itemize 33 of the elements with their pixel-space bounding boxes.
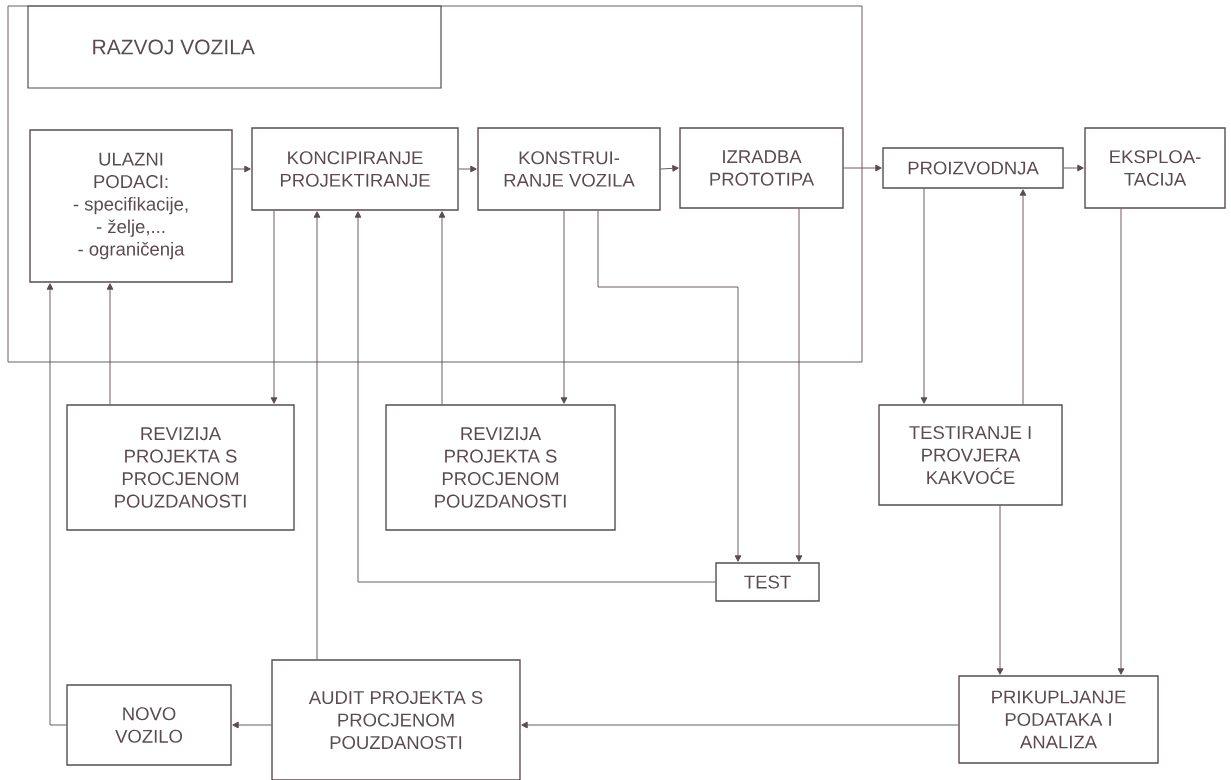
arrow <box>795 208 803 562</box>
arrow <box>521 721 959 729</box>
process-box: KONCIPIRANJE PROJEKTIRANJE <box>251 127 459 211</box>
arrow <box>920 188 928 404</box>
process-box: TEST <box>715 562 820 602</box>
process-box: PROIZVODNJA <box>882 147 1064 189</box>
arrow <box>232 721 272 729</box>
arrow <box>1063 164 1084 172</box>
process-box: TESTIRANJE I PROVJERA KAKVOĆE <box>878 404 1063 506</box>
process-box: ULAZNI PODACI: - specifikacije, - želje,... - ograničenja <box>29 129 233 283</box>
arrow <box>660 165 679 172</box>
arrow <box>597 210 742 562</box>
arrow <box>270 210 278 404</box>
arrow <box>1019 189 1027 405</box>
arrow <box>106 283 114 405</box>
arrow <box>458 165 477 173</box>
process-box: AUDIT PROJEKTA S PROCJENOM POUZDANOSTI <box>271 659 521 780</box>
arrow <box>438 211 446 405</box>
process-box: REVIZIJA PROJEKTA S PROCJENOM POUZDANOSTI <box>66 404 295 531</box>
process-box: NOVO VOZILO <box>66 684 232 766</box>
process-box: IZRADBA PROTOTIPA <box>679 127 844 209</box>
process-box: PRIKUPLJANJE PODATAKA I ANALIZA <box>958 675 1159 764</box>
arrow <box>232 165 251 173</box>
arrow <box>46 283 67 726</box>
process-box: EKSPLOA- TACIJA <box>1084 127 1226 209</box>
arrow <box>313 211 321 660</box>
arrow <box>354 211 716 583</box>
process-box: REVIZIJA PROJEKTA S PROCJENOM POUZDANOSTI <box>385 404 616 531</box>
process-box: KONSTRUI- RANJE VOZILA <box>477 127 661 211</box>
arrow <box>1117 208 1125 675</box>
arrow <box>843 164 882 172</box>
arrow <box>560 210 568 404</box>
arrow <box>996 505 1004 675</box>
